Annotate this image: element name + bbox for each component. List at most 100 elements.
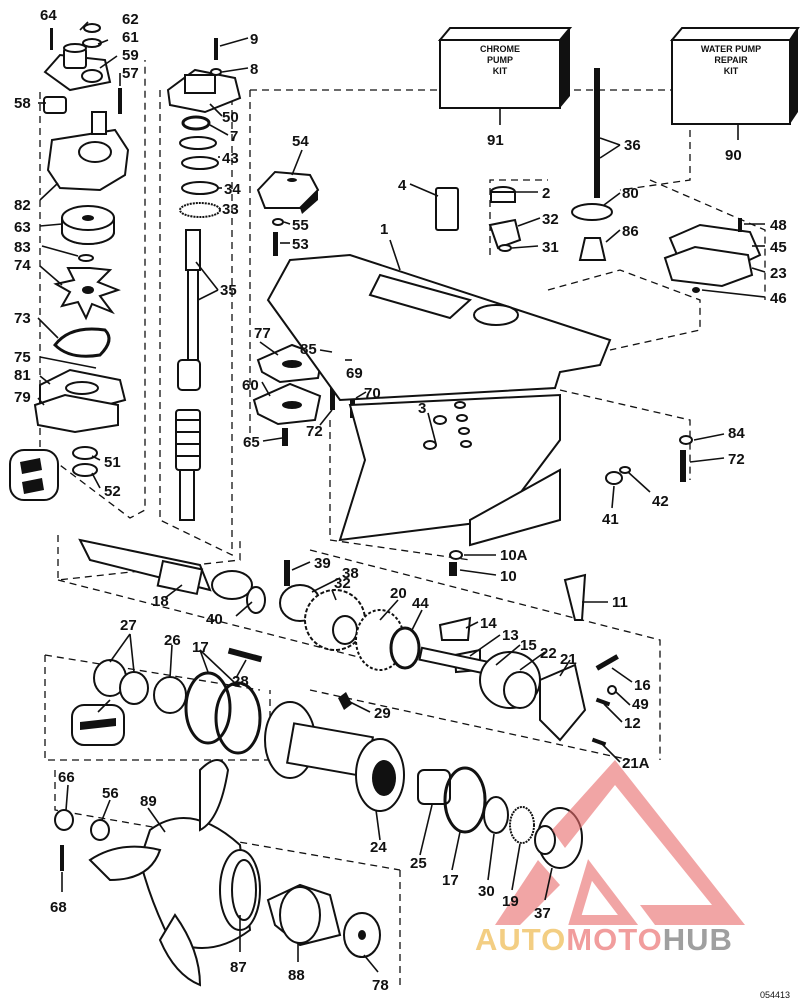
callout-54: 54 [292,133,309,150]
callout-1: 1 [380,221,388,238]
callout-25: 25 [410,855,427,872]
callout-55: 55 [292,217,309,234]
callout-50: 50 [222,109,239,126]
pump-cover-housing [43,23,122,114]
chrome-kit-line-1: CHROME [480,44,520,54]
callout-64: 64 [40,7,57,24]
callout-34: 34 [224,181,241,198]
seals-inset [9,446,98,501]
callout-4: 4 [398,177,407,194]
callout-81: 81 [14,367,31,384]
callout-79: 79 [14,389,31,406]
callout-48: 48 [770,217,787,234]
callout-12: 12 [624,715,641,732]
callout-77: 77 [254,325,271,342]
callout-49: 49 [632,696,649,713]
propeller [54,759,261,987]
callout-65: 65 [243,434,260,451]
shift-rod [571,68,613,261]
callout-22: 22 [540,645,557,662]
callout-90: 90 [725,147,742,164]
callout-11: 11 [612,594,628,611]
callout-56: 56 [102,785,119,802]
bearing-carrier [264,692,405,812]
impeller-cup [61,205,115,262]
callout-40: 40 [206,611,223,628]
anode-block [256,170,320,214]
callout-37: 37 [534,905,551,922]
callout-13: 13 [502,627,519,644]
callout-88: 88 [288,967,305,984]
watermark-logo [495,760,745,925]
chrome-kit-line-3: KIT [493,66,508,76]
callout-28: 28 [232,673,249,690]
callout-58: 58 [14,95,31,112]
callout-45: 45 [770,239,787,256]
repair-kit-line-2: REPAIR [714,55,748,65]
repair-kit-line-3: KIT [724,66,739,76]
callout-75: 75 [14,349,31,366]
callout-42: 42 [652,493,669,510]
callout-7: 7 [230,128,238,145]
callout-86: 86 [622,223,639,240]
callout-69: 69 [346,365,363,382]
watermark-triangle [552,760,745,925]
screws-53-55 [272,218,284,256]
rear-seals-and-gear [417,766,583,869]
callout-30: 30 [478,883,495,900]
upper-gear-set [435,186,522,252]
callout-29: 29 [374,705,391,722]
callout-27: 27 [120,617,137,634]
callout-36: 36 [624,137,641,154]
callout-72-left: 72 [306,423,323,440]
gearcase-housing [266,253,612,547]
water-pump-repair-kit-box: WATER PUMP REPAIR KIT [669,27,800,140]
callout-17-upper: 17 [192,639,209,656]
callout-84: 84 [728,425,745,442]
callout-17-lower: 17 [442,872,459,889]
thrust-hub-and-washer [266,883,381,958]
callout-80: 80 [622,185,639,202]
callout-78: 78 [372,977,389,994]
callout-20: 20 [390,585,407,602]
callout-32-upper: 32 [542,211,559,228]
corner-code: 054413 [760,990,790,1000]
callout-61: 61 [122,29,139,46]
callout-83: 83 [14,239,31,256]
callout-21: 21 [560,651,577,668]
callout-19: 19 [502,893,519,910]
plate-and-gasket [33,368,127,434]
callout-51: 51 [104,454,121,471]
callout-26: 26 [164,632,181,649]
forward-gear [304,589,421,671]
callout-70: 70 [364,385,381,402]
callout-91: 91 [487,132,504,149]
callout-10: 10 [500,568,517,585]
pins-12-16-49 [591,654,619,747]
callout-74: 74 [14,257,31,274]
callout-32-lower: 32 [334,575,351,592]
callout-82: 82 [14,197,31,214]
callout-62: 62 [122,11,139,28]
repair-kit-line-1: WATER PUMP [701,44,761,54]
callout-52: 52 [104,483,121,500]
callout-38: 38 [342,565,359,582]
callout-66: 66 [58,769,75,786]
callout-46: 46 [770,290,787,307]
impeller [53,267,121,321]
callout-16: 16 [634,677,651,694]
pump-housing [46,111,130,192]
callout-8: 8 [250,61,258,78]
callout-59: 59 [122,47,139,64]
callout-41: 41 [602,511,619,528]
impeller-gasket [53,327,111,358]
callout-39: 39 [314,555,331,572]
callout-53: 53 [292,236,309,253]
callout-73: 73 [14,310,31,327]
callout-60: 60 [242,377,259,394]
chrome-kit-line-2: PUMP [487,55,513,65]
callout-63: 63 [14,219,31,236]
bearing-housing [166,38,242,114]
callout-85: 85 [300,341,317,358]
